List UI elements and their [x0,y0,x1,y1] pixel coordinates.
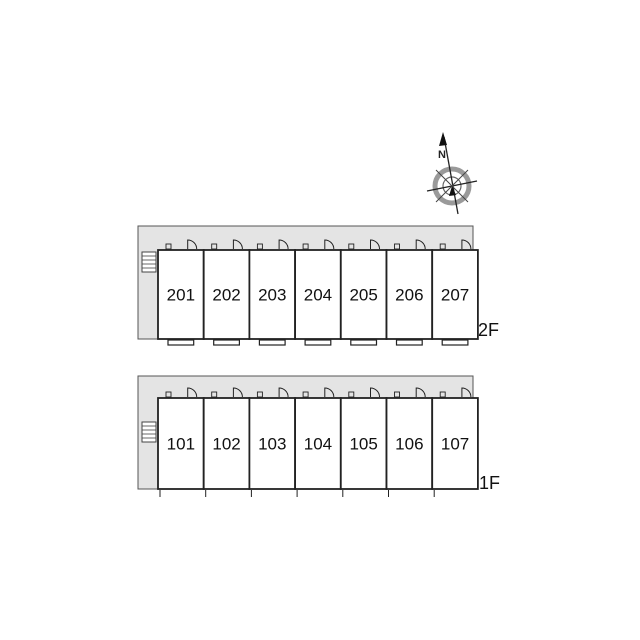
meter-box-icon [394,243,400,250]
meter-box-icon [439,243,446,250]
unit-203: 203 [248,239,296,346]
unit-label: 104 [304,435,332,454]
unit-label: 206 [395,286,423,305]
unit-202: 202 [202,239,251,346]
door-icon [370,387,380,398]
meter-box-icon [256,243,263,250]
meter-box-icon [165,391,172,398]
unit-206: 206 [385,239,434,346]
unit-label: 101 [167,435,195,454]
meter-box-icon [394,391,400,398]
units-1f: 101 102 103 104 105 106 107 [157,387,479,497]
unit-104: 104 [294,387,342,497]
door-icon [232,387,243,398]
meter-box-icon [211,391,218,398]
door-icon [324,239,335,250]
unit-102: 102 [202,387,251,497]
meter-box-icon [348,391,355,398]
window-mark [304,339,332,346]
door-icon [415,387,426,398]
floor-label-2f: 2F [478,320,499,340]
compass-rose-icon [426,132,478,215]
floor-1f: 101 102 103 104 105 106 107 1F [137,375,500,497]
window-mark [350,339,378,346]
floor-2f: 201 202 203 204 205 206 207 2F [137,225,499,346]
unit-205: 205 [339,239,388,346]
unit-204: 204 [294,239,342,346]
meter-box-icon [348,243,355,250]
unit-label: 207 [441,286,469,305]
window-mark [167,339,195,346]
unit-201: 201 [157,239,205,346]
meter-box-icon [302,391,309,398]
door-icon [187,387,198,398]
unit-105: 105 [339,387,388,497]
door-icon [278,387,289,398]
unit-label: 102 [212,435,240,454]
floor-label-1f: 1F [479,473,500,493]
unit-107: 107 [431,387,479,497]
unit-106: 106 [385,387,434,497]
window-mark [441,339,469,346]
door-icon [415,239,426,250]
unit-label: 106 [395,435,423,454]
meter-box-icon [439,391,446,398]
unit-207: 207 [431,239,479,346]
compass: N [426,132,478,215]
meter-box-icon [165,243,172,250]
north-arrow-icon [439,132,447,146]
compass-north-label: N [438,149,446,161]
meter-box-icon [256,391,263,398]
unit-101: 101 [157,387,205,497]
unit-label: 204 [304,286,332,305]
meter-box-icon [302,243,309,250]
unit-label: 103 [258,435,286,454]
unit-label: 203 [258,286,286,305]
door-icon [461,387,472,398]
units-2f: 201 202 203 204 205 206 207 [157,239,479,346]
door-icon [461,239,472,250]
stair-icon [141,251,157,273]
door-icon [232,239,243,250]
door-icon [324,387,335,398]
window-mark [213,339,240,346]
door-icon [370,239,380,250]
stair-icon [141,421,157,443]
door-icon [278,239,289,250]
unit-label: 202 [212,286,240,305]
unit-label: 201 [167,286,195,305]
unit-label: 205 [349,286,377,305]
unit-label: 107 [441,435,469,454]
unit-label: 105 [349,435,377,454]
door-icon [187,239,198,250]
meter-box-icon [211,243,218,250]
window-mark [258,339,286,346]
window-mark [395,339,423,346]
unit-103: 103 [248,387,296,497]
